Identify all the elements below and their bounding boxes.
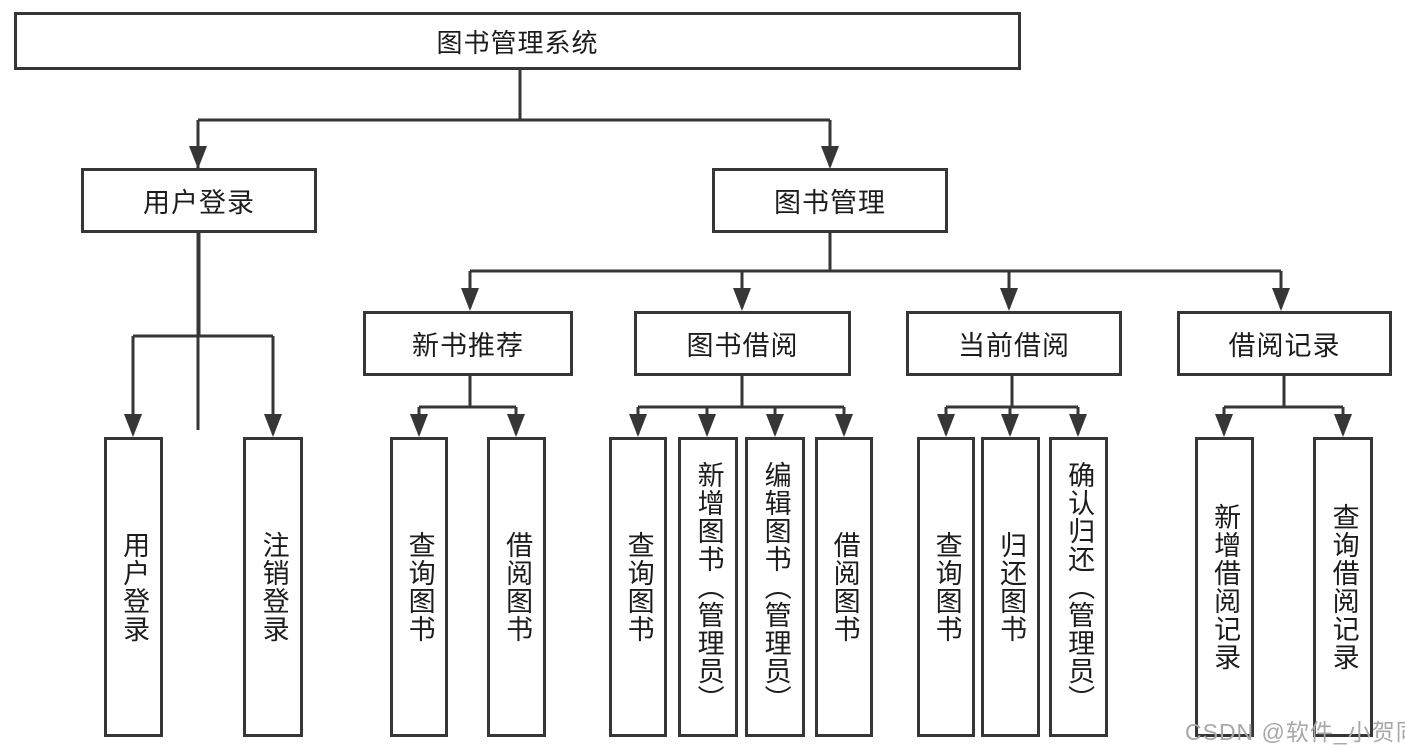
leaf-user-login: 用户登录 — [104, 437, 163, 737]
csdn-watermark: CSDN @软件_小贺同学 — [1185, 719, 1405, 745]
connector-newbook-to-leaves — [410, 376, 525, 437]
connector-bookmgmt-to-level3 — [461, 233, 1290, 311]
leaf-add-book-admin: 新增图书（管理员） — [678, 437, 738, 737]
leaf-return-book: 归还图书 — [981, 437, 1040, 737]
leaf-borrow-books: 借阅图书 — [815, 437, 873, 737]
leaf-borrow-books-recommend: 借阅图书 — [487, 437, 546, 737]
node-book-borrowing: 图书借阅 — [634, 311, 851, 376]
leaf-logout: 注销登录 — [243, 437, 303, 737]
node-borrowing-records: 借阅记录 — [1177, 311, 1392, 376]
connector-borrow-to-leaves — [629, 376, 853, 437]
leaf-query-borrow-record: 查询借阅记录 — [1313, 437, 1373, 737]
connector-records-to-leaves — [1215, 376, 1352, 437]
connector-userlogin-to-leaves — [124, 233, 282, 437]
leaf-query-books-recommend: 查询图书 — [390, 437, 448, 737]
node-current-borrowing: 当前借阅 — [906, 311, 1122, 376]
leaf-confirm-return-admin: 确认归还（管理员） — [1049, 437, 1108, 737]
node-book-management: 图书管理 — [712, 168, 948, 233]
node-new-book-recommend: 新书推荐 — [363, 311, 573, 376]
leaf-add-borrow-record: 新增借阅记录 — [1195, 437, 1254, 737]
leaf-edit-book-admin: 编辑图书（管理员） — [745, 437, 805, 737]
leaf-query-books-borrow: 查询图书 — [609, 437, 667, 737]
node-user-login: 用户登录 — [81, 168, 317, 233]
leaf-query-books-current: 查询图书 — [917, 437, 975, 737]
connector-root-to-level2 — [189, 70, 839, 430]
connector-current-to-leaves — [937, 376, 1087, 437]
node-library-system: 图书管理系统 — [14, 12, 1021, 70]
